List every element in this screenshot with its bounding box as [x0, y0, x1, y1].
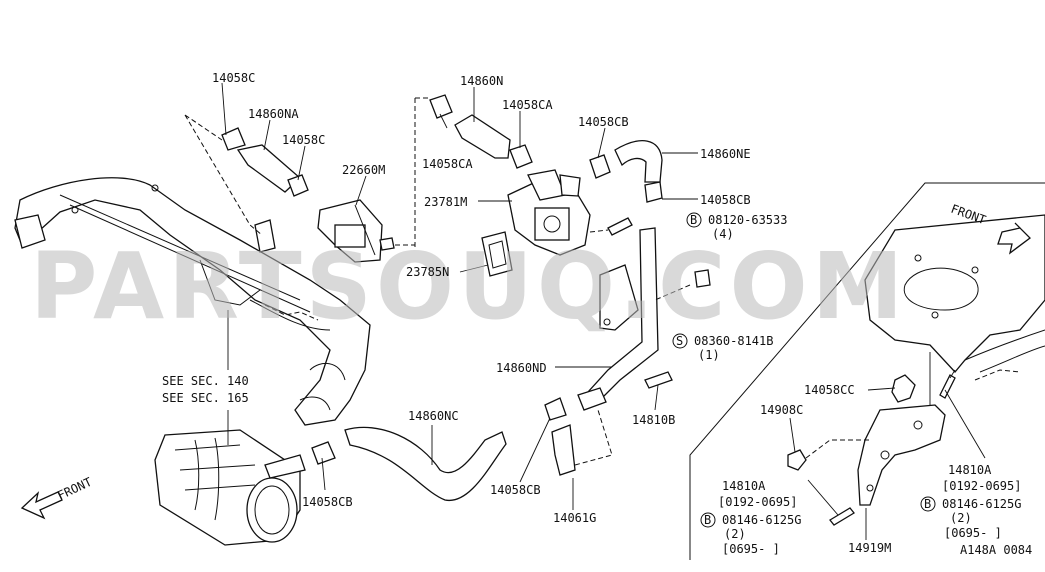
- circle-b-08146-left: B: [704, 513, 711, 527]
- label-08146-left: 08146-6125G: [722, 513, 801, 527]
- label-14058c-mid: 14058C: [282, 133, 325, 147]
- label-14860ne: 14860NE: [700, 147, 751, 161]
- label-08120-qty: (4): [712, 227, 734, 241]
- label-22660m: 22660M: [342, 163, 385, 177]
- label-see-sec-140: SEE SEC. 140: [162, 374, 249, 388]
- label-08146-left-date: [0695- ]: [722, 542, 780, 556]
- label-08146-right-date: [0695- ]: [944, 526, 1002, 540]
- label-14919m: 14919M: [848, 541, 891, 555]
- label-14908c: 14908C: [760, 403, 803, 417]
- inset-panel: [689, 182, 1045, 560]
- label-14058cb-lower-mid: 14058CB: [490, 483, 541, 497]
- label-14058ca-left: 14058CA: [422, 157, 473, 171]
- bolt-callout-08120: B 08120-63533 (4): [686, 212, 787, 241]
- label-14860nd: 14860ND: [496, 361, 547, 375]
- label-08360-8141b: 08360-8141B: [694, 334, 773, 348]
- upper-hoses: [184, 94, 711, 401]
- label-14810a-left-date: [0192-0695]: [718, 495, 797, 509]
- label-see-sec-165: SEE SEC. 165: [162, 391, 249, 405]
- circle-b-08120: B: [690, 213, 697, 227]
- intake-pipe-assembly: [14, 177, 371, 546]
- label-08120-63533: 08120-63533: [708, 213, 787, 227]
- label-14810a-right: 14810A: [948, 463, 992, 477]
- label-08360-qty: (1): [698, 348, 720, 362]
- label-14860na: 14860NA: [248, 107, 299, 121]
- leader-lines: [221, 82, 698, 510]
- callout-14810a-left: 14810A [0192-0695] B 08146-6125G (2) [06…: [700, 479, 801, 556]
- callout-14810a-right: 14810A [0192-0695] B 08146-6125G (2) [06…: [920, 463, 1021, 540]
- label-14810b: 14810B: [632, 413, 675, 427]
- circle-s-08360: S: [676, 334, 683, 348]
- label-14058cb-top: 14058CB: [578, 115, 629, 129]
- label-14058ca-right: 14058CA: [502, 98, 553, 112]
- label-23785n: 23785N: [406, 265, 449, 279]
- label-08146-right-qty: (2): [950, 511, 972, 525]
- bolt-callout-08360: S 08360-8141B (1): [672, 333, 773, 362]
- label-14061g: 14061G: [553, 511, 596, 525]
- lower-hoses: [311, 387, 613, 501]
- label-14058cb-right: 14058CB: [700, 193, 751, 207]
- label-14810a-right-date: [0192-0695]: [942, 479, 1021, 493]
- label-14058cc: 14058CC: [804, 383, 855, 397]
- label-08146-left-qty: (2): [724, 527, 746, 541]
- diagram-code: A148A 0084: [960, 543, 1032, 557]
- label-14860nc: 14860NC: [408, 409, 459, 423]
- watermark: PARTSOUQ.COM: [30, 233, 907, 340]
- label-14058c-top: 14058C: [212, 71, 255, 85]
- circle-b-08146-right: B: [924, 497, 931, 511]
- label-08146-right: 08146-6125G: [942, 497, 1021, 511]
- label-14810a-left: 14810A: [722, 479, 766, 493]
- label-14058cb-lower-left: 14058CB: [302, 495, 353, 509]
- label-14860n: 14860N: [460, 74, 503, 88]
- label-23781m: 23781M: [424, 195, 467, 209]
- label-front-left: FRONT: [55, 475, 94, 503]
